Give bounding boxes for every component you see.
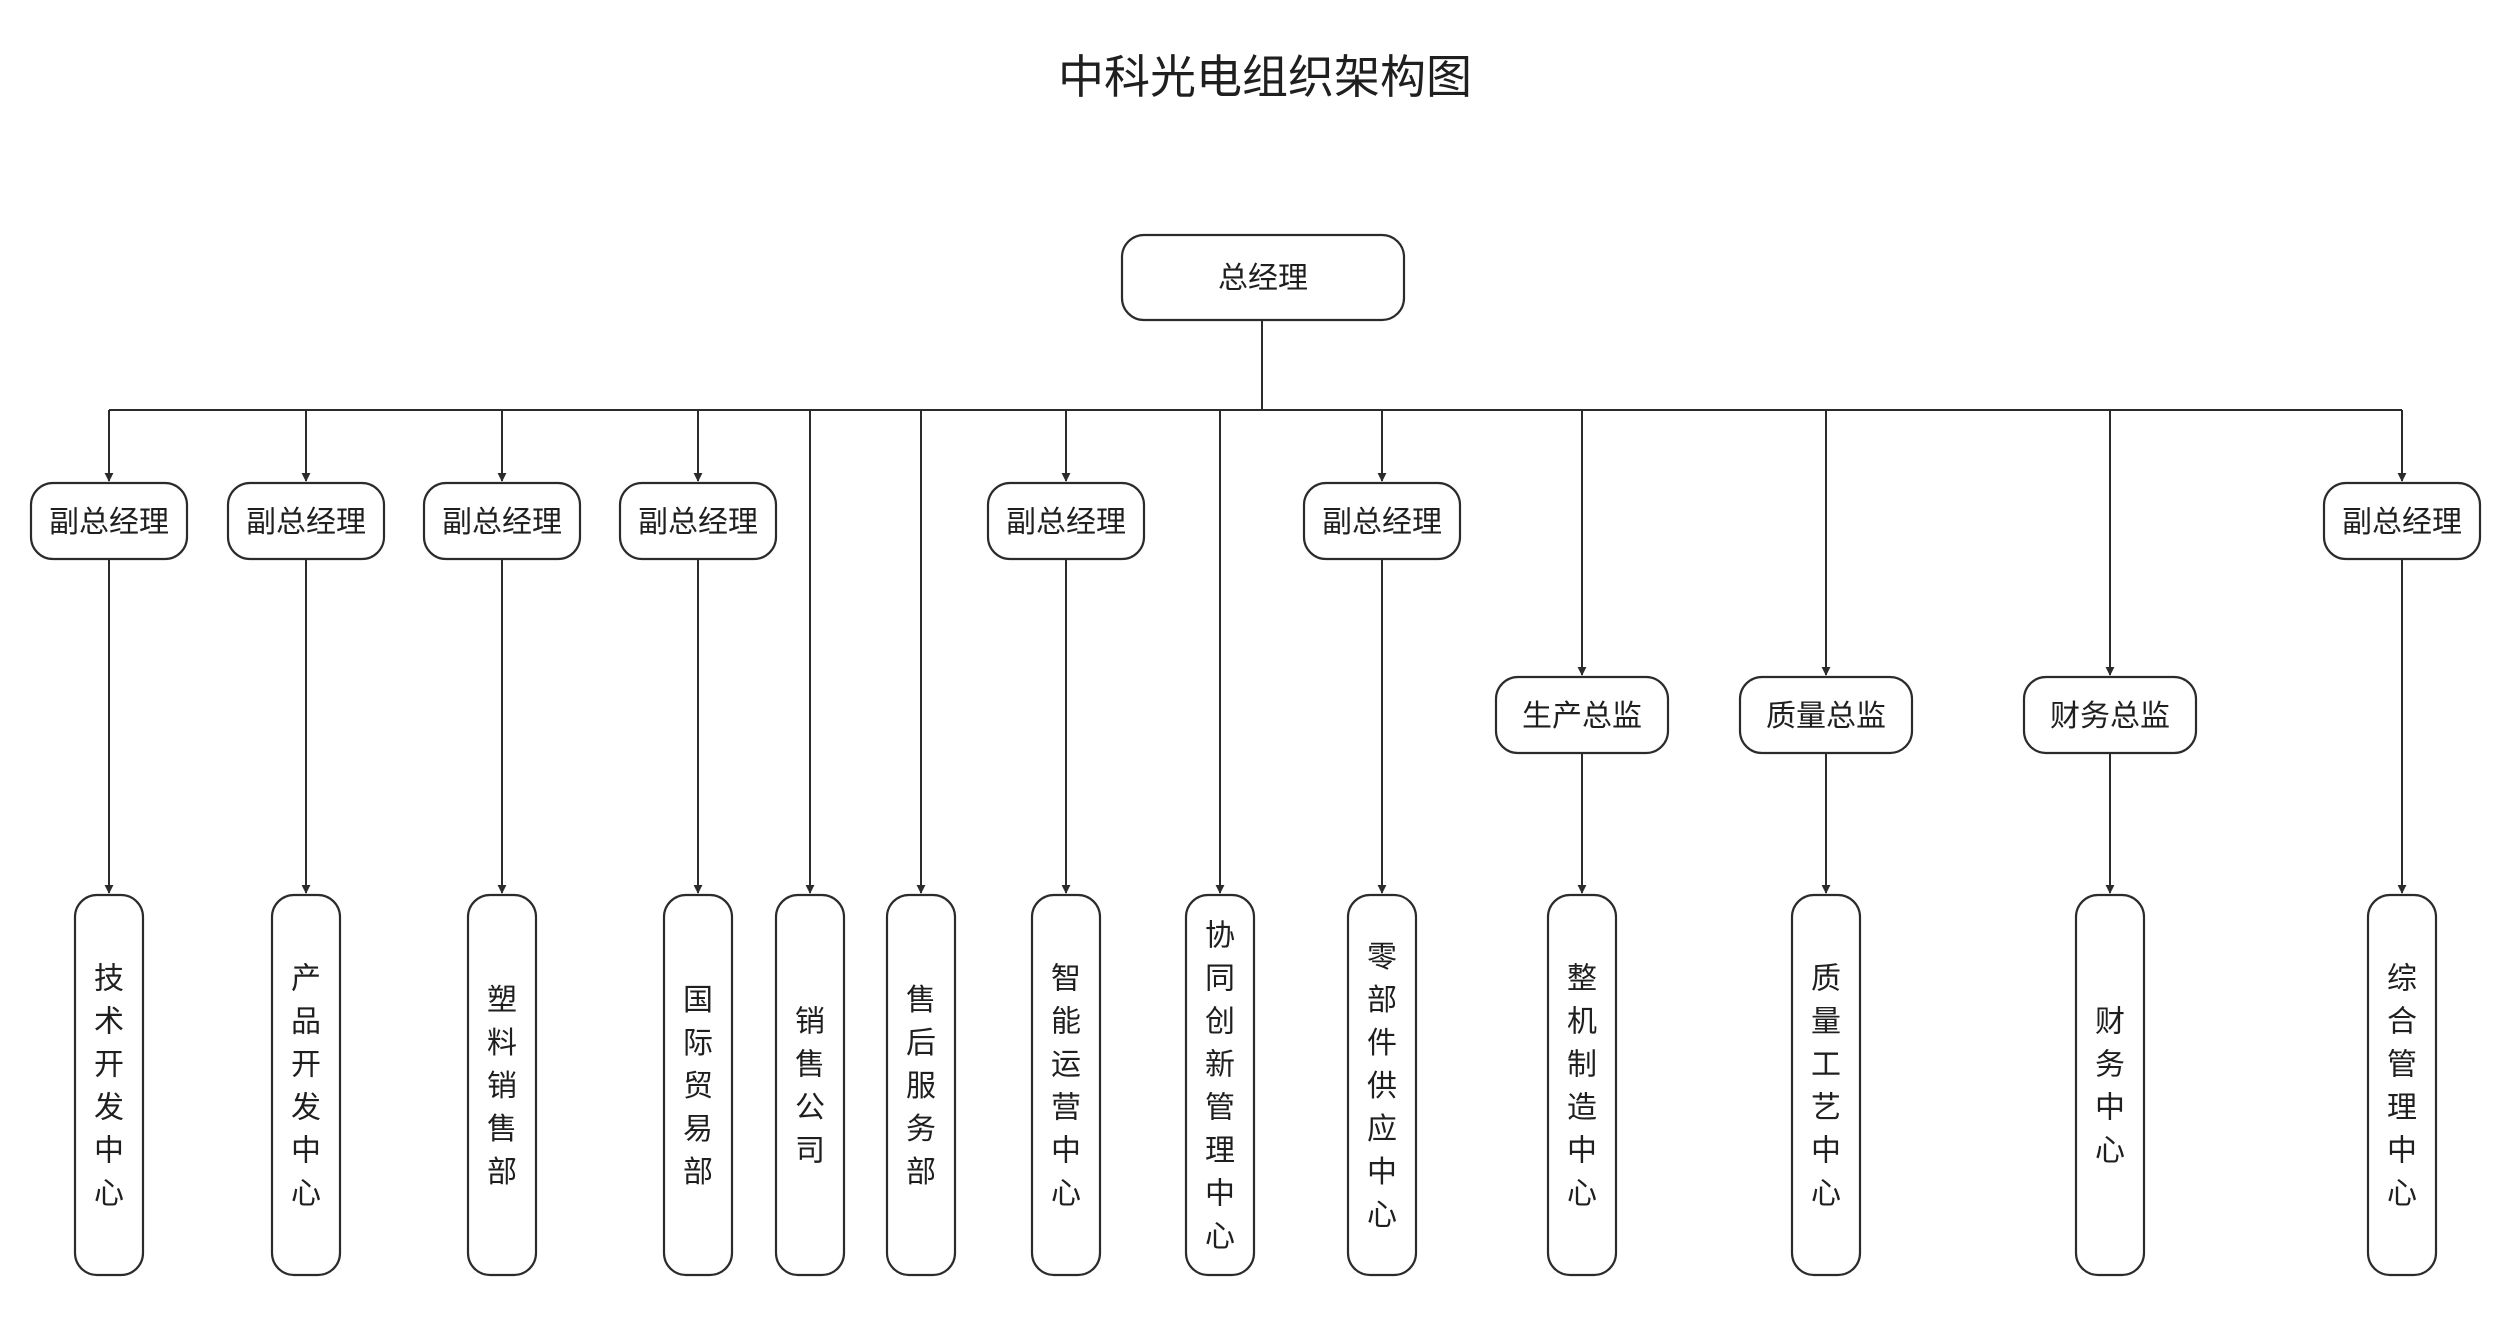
department-node[interactable]: 质量工艺中心 — [1790, 893, 1862, 1277]
nodes: 总经理 — [1120, 233, 1406, 322]
department-label: 技术开发中心 — [94, 962, 124, 1212]
department-node[interactable]: 售后服务部 — [885, 893, 957, 1277]
deputy-node[interactable]: 副总经理 — [226, 481, 386, 561]
deputy-node[interactable]: 副总经理 — [29, 481, 189, 561]
department-label: 售后服务部 — [906, 983, 936, 1190]
department-label: 综合管理中心 — [2387, 962, 2417, 1212]
deputy-node[interactable]: 副总经理 — [1302, 481, 1462, 561]
deputy-node-label: 副总经理 — [1322, 505, 1442, 540]
director-node-label: 质量总监 — [1766, 699, 1886, 734]
department-label: 质量工艺中心 — [1811, 962, 1841, 1212]
department-node[interactable]: 智能运营中心 — [1030, 893, 1102, 1277]
deputy-node[interactable]: 副总经理 — [2322, 481, 2482, 561]
deputy-node-label: 副总经理 — [2342, 505, 2462, 540]
connectors — [109, 320, 2402, 411]
deputy-node-label: 副总经理 — [638, 505, 758, 540]
deputy-node[interactable]: 副总经理 — [422, 481, 582, 561]
root-node-label: 总经理 — [1218, 261, 1308, 296]
department-node[interactable]: 零部件供应中心 — [1346, 893, 1418, 1277]
department-label: 塑料销售部 — [487, 983, 517, 1190]
deputy-node-label: 副总经理 — [442, 505, 562, 540]
department-node[interactable]: 销售公司 — [774, 893, 846, 1277]
department-label: 销售公司 — [795, 1005, 825, 1169]
department-node[interactable]: 产品开发中心 — [270, 893, 342, 1277]
chart-title: 中科光电组织架构图 — [1058, 50, 1472, 104]
department-node[interactable]: 塑料销售部 — [466, 893, 538, 1277]
department-label: 产品开发中心 — [291, 962, 321, 1212]
department-label: 协同创新管理中心 — [1205, 919, 1235, 1255]
department-label: 国际贸易部 — [683, 983, 713, 1190]
deputy-node-label: 副总经理 — [49, 505, 169, 540]
department-label: 智能运营中心 — [1051, 962, 1081, 1212]
department-node[interactable]: 技术开发中心 — [73, 893, 145, 1277]
department-label: 财务中心 — [2095, 1005, 2125, 1169]
department-node[interactable]: 协同创新管理中心 — [1184, 893, 1256, 1277]
deputy-node[interactable]: 副总经理 — [618, 481, 778, 561]
department-node[interactable]: 整机制造中心 — [1546, 893, 1618, 1277]
director-node[interactable]: 质量总监 — [1738, 675, 1914, 755]
department-node[interactable]: 综合管理中心 — [2366, 893, 2438, 1277]
department-label: 零部件供应中心 — [1367, 940, 1397, 1233]
director-node[interactable]: 生产总监 — [1494, 675, 1670, 755]
director-node[interactable]: 财务总监 — [2022, 675, 2198, 755]
department-label: 整机制造中心 — [1567, 962, 1597, 1212]
deputy-node-label: 副总经理 — [246, 505, 366, 540]
director-node-label: 财务总监 — [2050, 699, 2170, 734]
root-node[interactable]: 总经理 — [1120, 233, 1406, 322]
director-node-label: 生产总监 — [1522, 699, 1642, 734]
department-node[interactable]: 财务中心 — [2074, 893, 2146, 1277]
deputy-node[interactable]: 副总经理 — [986, 481, 1146, 561]
deputy-node-label: 副总经理 — [1006, 505, 1126, 540]
department-node[interactable]: 国际贸易部 — [662, 893, 734, 1277]
